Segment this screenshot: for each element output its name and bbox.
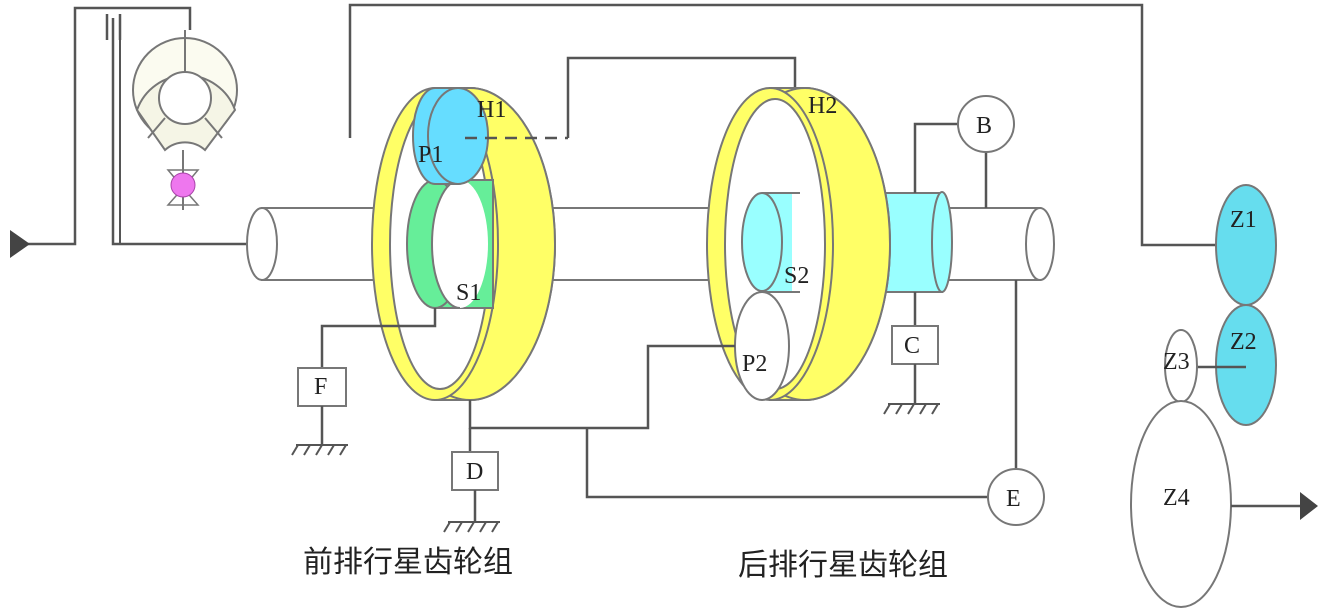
clutch-b <box>957 95 1015 153</box>
label-b: B <box>976 113 992 139</box>
brake-d <box>451 451 499 491</box>
pump-knob-icon <box>170 172 196 198</box>
link-p1-to-z1 <box>348 3 1220 247</box>
torque-converter-icon <box>132 30 238 210</box>
planet-gear-p2 <box>734 291 790 401</box>
label-z3: Z3 <box>1163 349 1190 375</box>
ground-f-icon <box>291 444 348 456</box>
ground-c-icon <box>883 403 940 415</box>
label-p1: P1 <box>418 142 443 168</box>
gear-z4 <box>1130 400 1232 608</box>
label-s1: S1 <box>456 280 481 306</box>
ground-d-icon <box>443 521 500 533</box>
planet-gear-p1 <box>412 87 489 185</box>
gear-z2 <box>1215 304 1277 426</box>
label-s2: S2 <box>784 263 809 289</box>
label-d: D <box>466 459 483 485</box>
label-h2: H2 <box>808 93 837 119</box>
input-arrow-icon <box>10 230 30 258</box>
label-f: F <box>314 374 327 400</box>
input-assembly <box>10 6 248 258</box>
label-p2: P2 <box>742 351 767 377</box>
brake-f <box>297 367 347 407</box>
label-z2: Z2 <box>1230 329 1257 355</box>
sun-gear-s1 <box>406 179 494 309</box>
label-e: E <box>1006 486 1021 512</box>
label-z4: Z4 <box>1163 485 1190 511</box>
caption-front-gearset: 前排行星齿轮组 <box>303 545 513 580</box>
output-arrow-icon <box>1300 492 1318 520</box>
gear-z1 <box>1215 184 1277 306</box>
label-c: C <box>904 333 920 359</box>
clutch-e <box>987 468 1045 526</box>
caption-rear-gearset: 后排行星齿轮组 <box>738 548 948 583</box>
label-z1: Z1 <box>1230 207 1257 233</box>
label-h1: H1 <box>477 97 506 123</box>
